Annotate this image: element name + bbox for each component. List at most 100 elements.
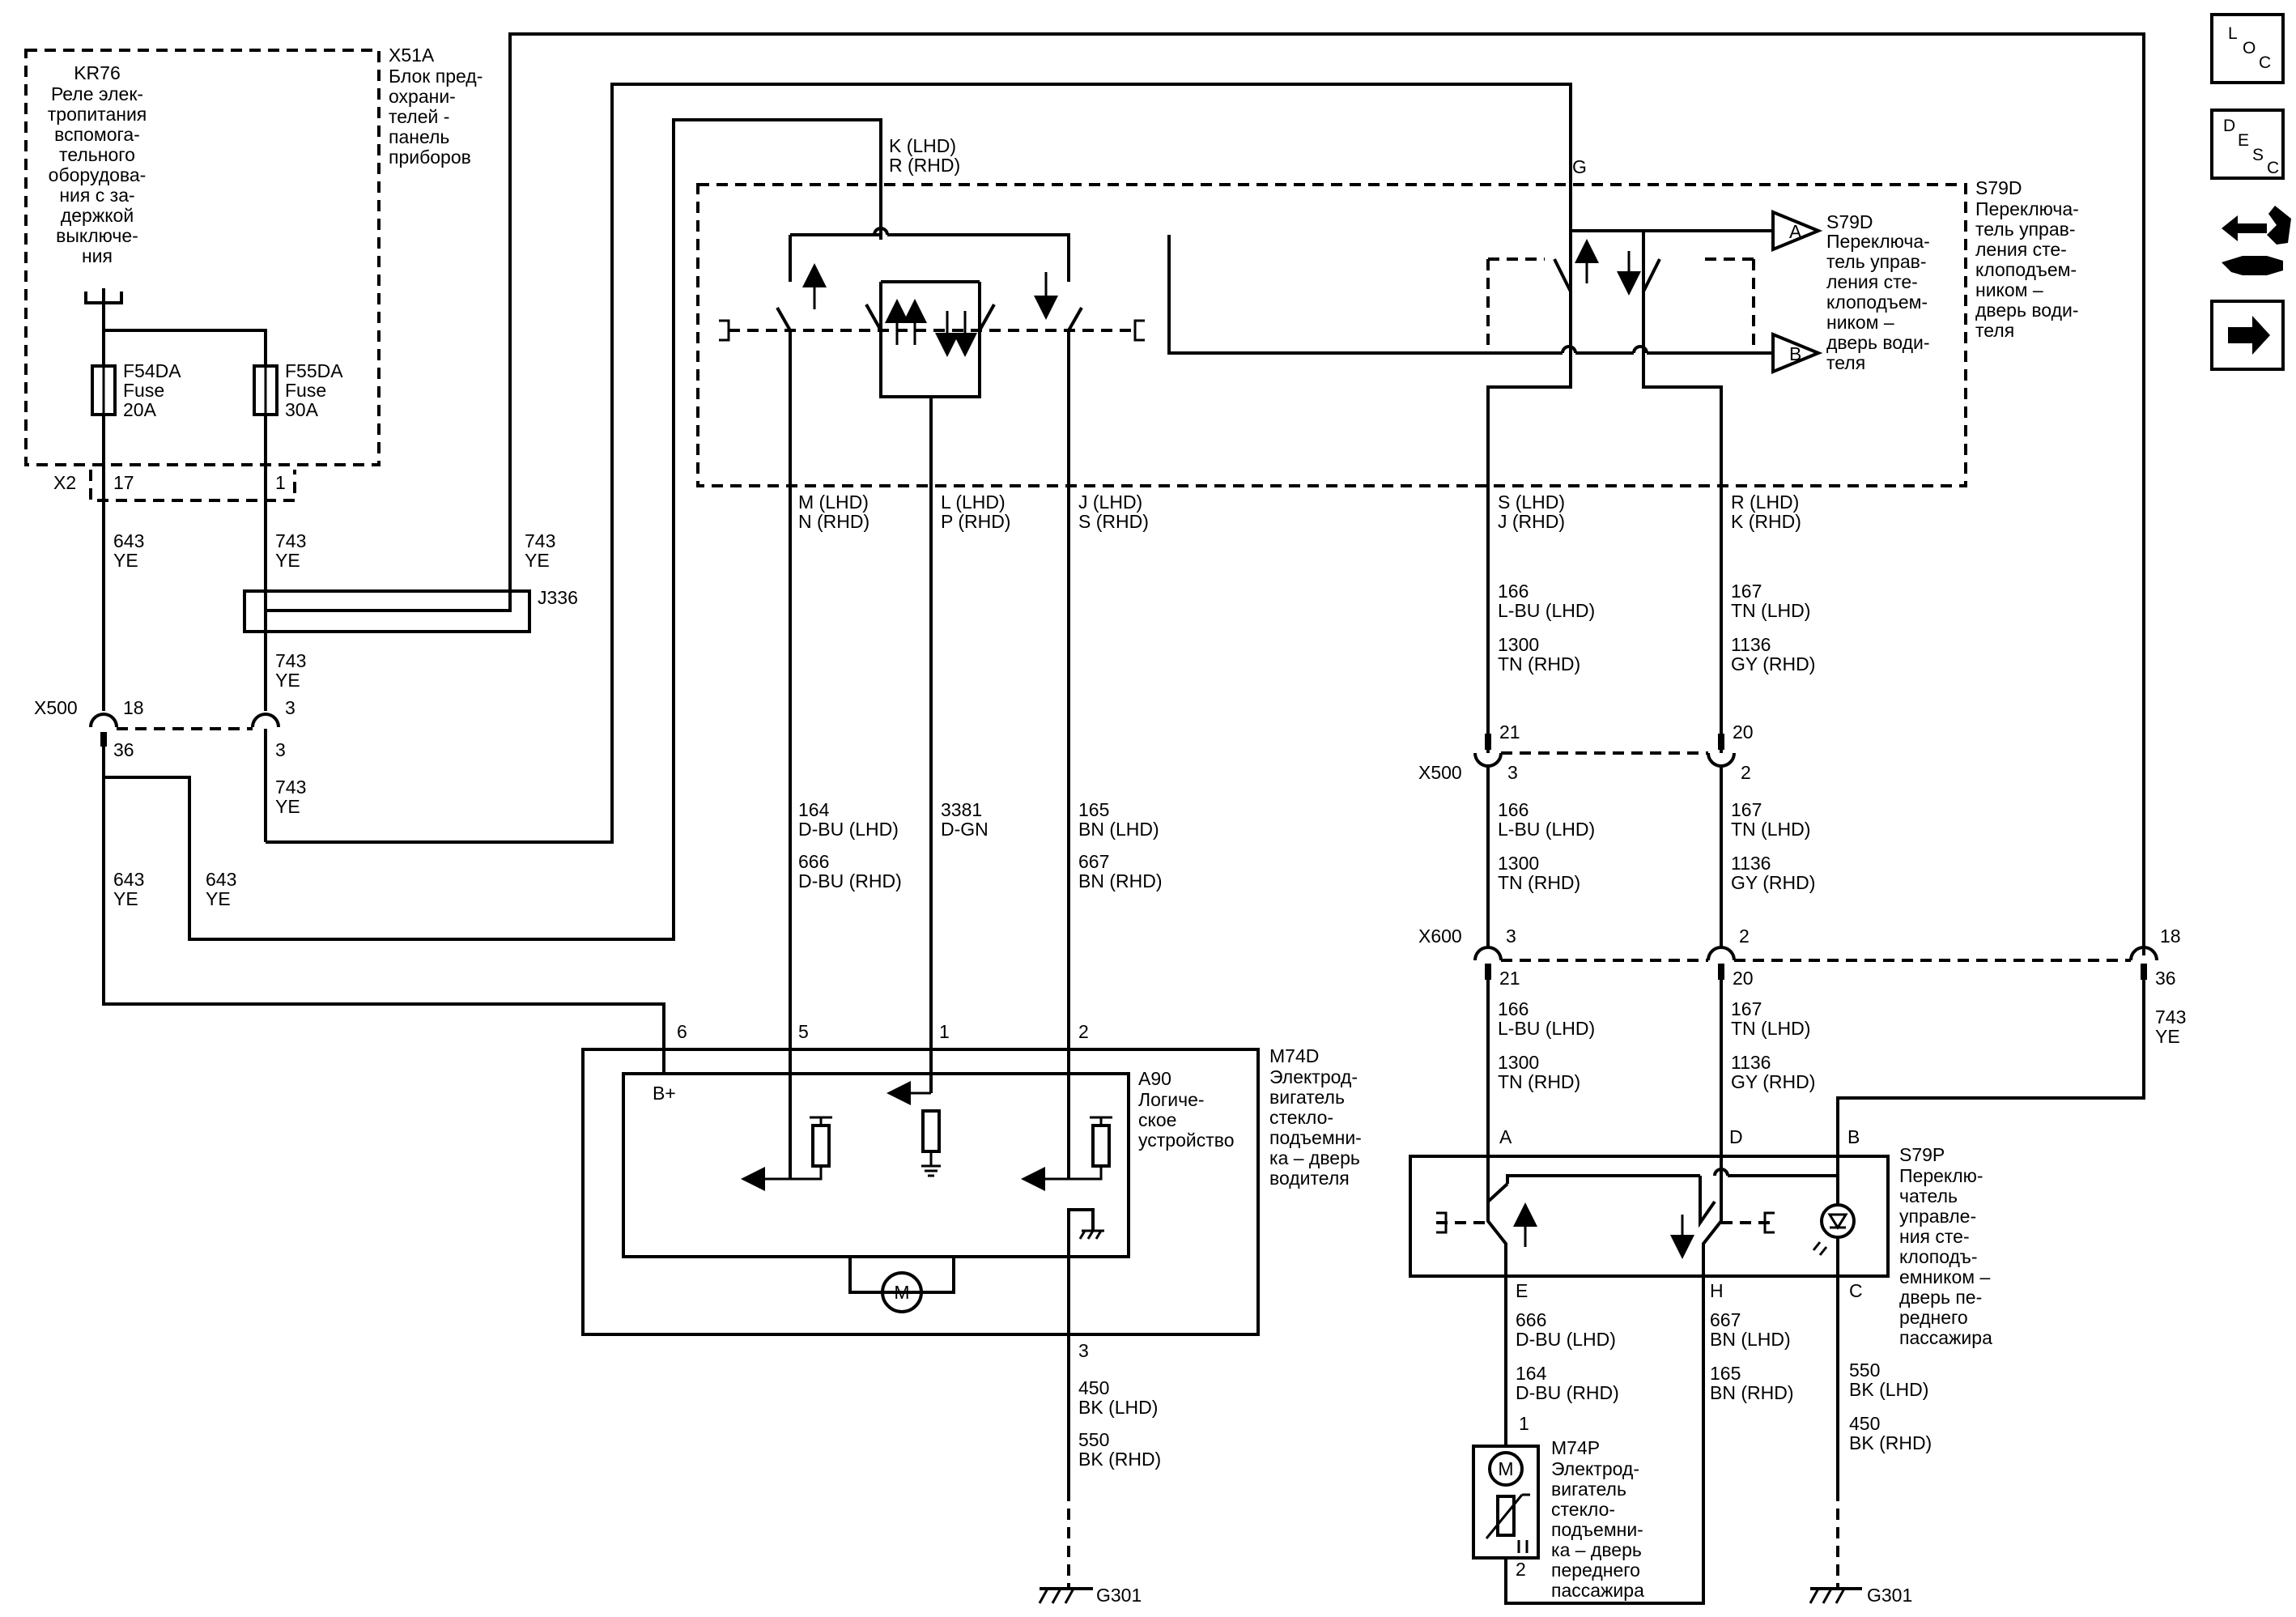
next-button[interactable] <box>2210 300 2285 371</box>
wire-743-label-mid: 743 YE <box>275 650 306 691</box>
svg-text:YE: YE <box>113 888 138 909</box>
svg-text:реднего: реднего <box>1899 1307 1968 1328</box>
svg-text:1300: 1300 <box>1498 634 1539 655</box>
svg-text:167: 167 <box>1731 581 1762 602</box>
a90-input-5-circuit <box>741 1116 832 1191</box>
m74d-description: Электрод- вигатель стекло- подъемни- ка … <box>1269 1066 1362 1189</box>
wire-743-label-right: 743 YE <box>2155 1006 2186 1047</box>
svg-text:J (RHD): J (RHD) <box>1498 511 1565 532</box>
svg-text:S: S <box>2252 146 2264 164</box>
s79d-switch-outline <box>696 183 1967 487</box>
svg-text:клоподъем-: клоподъем- <box>1975 259 2077 280</box>
svg-text:164: 164 <box>798 799 830 820</box>
m74p-motor-symbol <box>1488 1451 1524 1487</box>
svg-text:BK (RHD): BK (RHD) <box>1078 1449 1161 1470</box>
svg-text:166: 166 <box>1498 998 1529 1019</box>
svg-text:ка – дверь: ка – дверь <box>1269 1147 1360 1168</box>
svg-text:BN (LHD): BN (LHD) <box>1710 1329 1791 1350</box>
wire-166-label-top: 166 L-BU (LHD) 1300 TN (RHD) <box>1498 581 1595 674</box>
svg-text:BK (LHD): BK (LHD) <box>1078 1397 1158 1418</box>
svg-text:N (RHD): N (RHD) <box>798 511 870 532</box>
svg-text:166: 166 <box>1498 581 1529 602</box>
s79d-sub-description: Переключа- тель управ- ления сте- клопод… <box>1826 231 1930 373</box>
svg-text:TN (RHD): TN (RHD) <box>1498 653 1580 674</box>
wire-164-label: 164 D-BU (LHD) 666 D-BU (RHD) <box>798 799 902 891</box>
connector-b-label: B <box>1789 343 1801 364</box>
j336-splice-block <box>243 589 531 633</box>
svg-text:YE: YE <box>275 670 300 691</box>
svg-text:743: 743 <box>2155 1006 2186 1028</box>
x500-right-label: X500 <box>1418 762 1462 783</box>
svg-text:Переклю-: Переклю- <box>1899 1165 1983 1186</box>
connector-a-triangle <box>1771 210 1823 252</box>
svg-text:167: 167 <box>1731 799 1762 820</box>
m74p-title: M74P <box>1551 1437 1600 1458</box>
svg-text:дверь пе-: дверь пе- <box>1899 1287 1982 1308</box>
svg-text:R (RHD): R (RHD) <box>889 155 960 176</box>
svg-text:R (LHD): R (LHD) <box>1731 491 1799 513</box>
svg-text:743: 743 <box>275 777 306 798</box>
svg-text:D-BU (LHD): D-BU (LHD) <box>1516 1329 1616 1350</box>
svg-text:TN (RHD): TN (RHD) <box>1498 872 1580 893</box>
x500-left-pin-36: 36 <box>113 739 134 760</box>
svg-text:BK (LHD): BK (LHD) <box>1849 1379 1928 1400</box>
x500-left-pin-3a: 3 <box>285 697 296 718</box>
wire-743-label-j336: 743 YE <box>525 530 555 571</box>
svg-text:1136: 1136 <box>1731 1052 1771 1073</box>
desc-button[interactable]: D E S C <box>2210 109 2285 180</box>
svg-text:подъемни-: подъемни- <box>1551 1519 1643 1540</box>
svg-text:тель управ-: тель управ- <box>1826 251 1927 272</box>
svg-text:Электрод-: Электрод- <box>1269 1066 1358 1087</box>
x51a-fuse-block-outline <box>24 49 381 466</box>
x600-pin-20: 20 <box>1733 968 1754 989</box>
svg-text:управле-: управле- <box>1899 1206 1976 1227</box>
x600-pin-2: 2 <box>1739 926 1750 947</box>
svg-text:тропитания: тропитания <box>48 104 147 125</box>
x600-pin-3: 3 <box>1506 926 1516 947</box>
x2-connector-outline <box>89 470 296 502</box>
x500-right-pin-21-symbol <box>1473 752 1503 768</box>
svg-text:K (RHD): K (RHD) <box>1731 511 1801 532</box>
wire-166-label-bot: 166 L-BU (LHD) 1300 TN (RHD) <box>1498 998 1595 1092</box>
loc-button[interactable]: L O C <box>2210 13 2285 84</box>
g301-right-label: G301 <box>1867 1585 1912 1606</box>
svg-text:743: 743 <box>525 530 555 551</box>
service-icon[interactable] <box>2222 206 2291 275</box>
m74d-pin-6: 6 <box>677 1021 687 1042</box>
svg-text:Fuse: Fuse <box>123 380 164 401</box>
svg-text:TN (LHD): TN (LHD) <box>1731 1018 1810 1039</box>
svg-text:Блок пред-: Блок пред- <box>389 66 483 87</box>
svg-text:166: 166 <box>1498 799 1529 820</box>
svg-text:643: 643 <box>113 869 144 890</box>
svg-text:вигатель: вигатель <box>1551 1479 1626 1500</box>
svg-text:водителя: водителя <box>1269 1168 1350 1189</box>
s79p-pin-d: D <box>1729 1126 1743 1147</box>
m74d-motor-label: M <box>894 1282 909 1303</box>
svg-text:теля: теля <box>1826 352 1865 373</box>
svg-text:1136: 1136 <box>1731 634 1771 655</box>
wire-550-label: 550 BK (LHD) 450 BK (RHD) <box>1849 1360 1932 1453</box>
svg-text:ния сте-: ния сте- <box>1899 1226 1970 1247</box>
pin-l-p: L (LHD) P (RHD) <box>941 491 1010 532</box>
svg-text:BK (RHD): BK (RHD) <box>1849 1432 1932 1453</box>
svg-text:держкой: держкой <box>61 205 134 226</box>
wire-165-label: 165 BN (LHD) 667 BN (RHD) <box>1078 799 1163 891</box>
svg-text:666: 666 <box>1516 1309 1546 1330</box>
a90-title: A90 <box>1138 1068 1171 1089</box>
svg-text:S (LHD): S (LHD) <box>1498 491 1565 513</box>
svg-text:30A: 30A <box>285 399 319 420</box>
s79p-pin-b: B <box>1847 1126 1860 1147</box>
s79d-description: Переключа- тель управ- ления сте- клопод… <box>1975 198 2079 341</box>
kr76-description: Реле элек- тропитания вспомога- тельного… <box>48 83 147 266</box>
svg-text:C: C <box>2267 159 2279 177</box>
pin-m-n: M (LHD) N (RHD) <box>798 491 870 532</box>
svg-text:ником –: ником – <box>1975 279 2043 300</box>
svg-text:550: 550 <box>1078 1429 1109 1450</box>
svg-text:L-BU (LHD): L-BU (LHD) <box>1498 819 1595 840</box>
svg-text:телей -: телей - <box>389 106 449 127</box>
svg-text:YE: YE <box>206 888 231 909</box>
svg-text:Реле элек-: Реле элек- <box>51 83 143 104</box>
svg-text:ления сте-: ления сте- <box>1975 239 2067 260</box>
svg-text:YE: YE <box>525 550 550 571</box>
